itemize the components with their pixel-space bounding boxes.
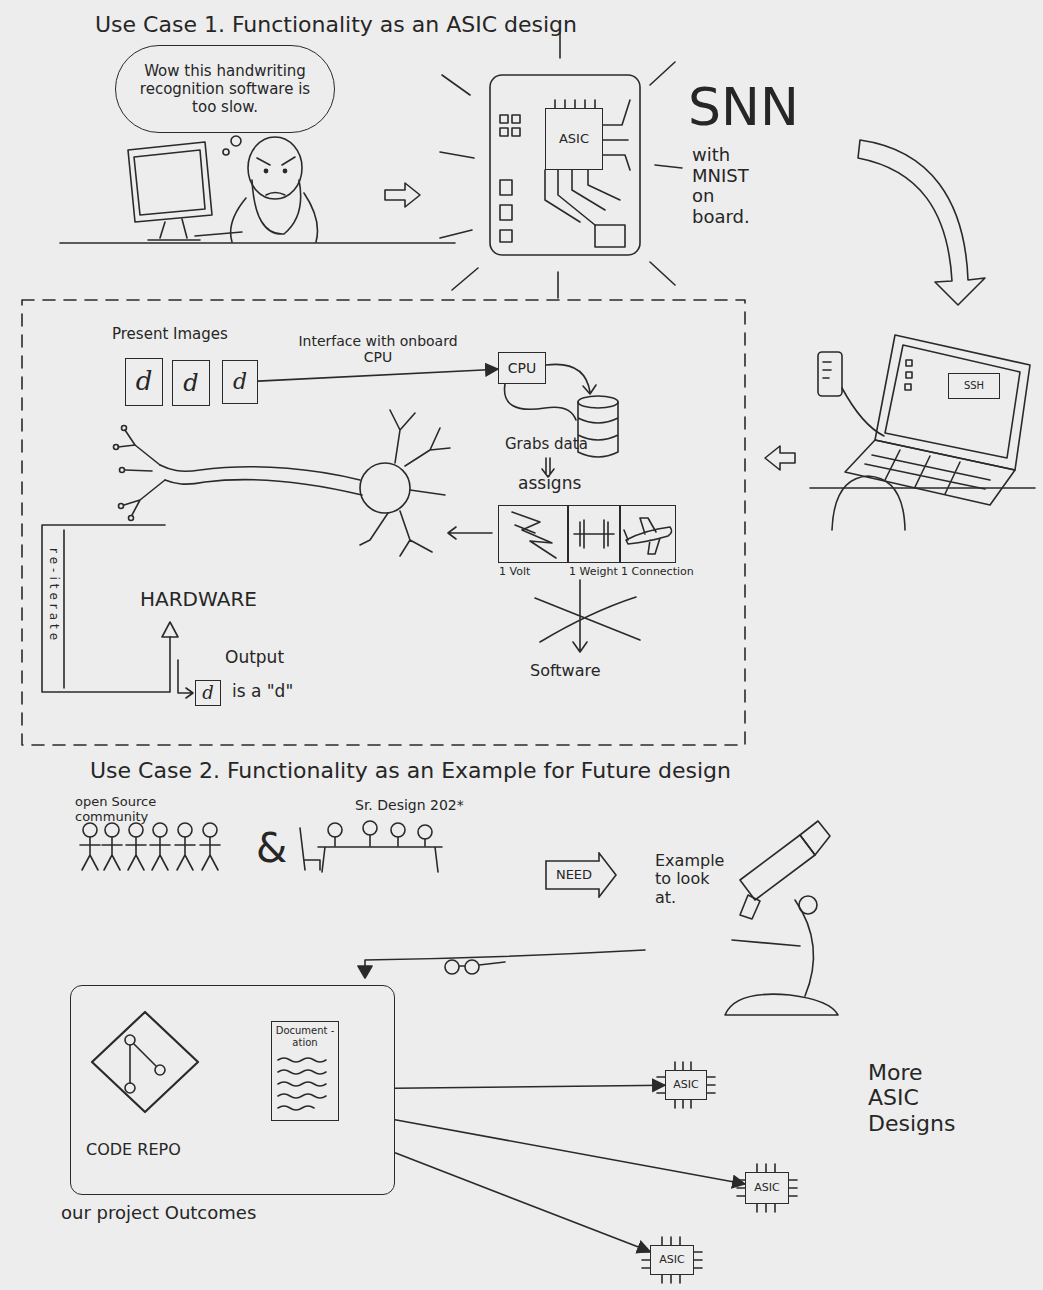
output-label: Output: [225, 648, 284, 668]
cpu-box: CPU: [498, 352, 546, 384]
desk-line: [60, 242, 455, 244]
project-outcomes-box: our project OutcomesCODE REPODocument -a…: [70, 985, 395, 1195]
outcome-note: More ASIC Designs: [868, 1060, 948, 1136]
fetch-arrow: [546, 364, 596, 394]
microscope: [725, 821, 838, 1015]
return-arrowhead: [358, 966, 372, 978]
voltage-panel: 1 Volt: [498, 505, 568, 563]
output-arrow: [178, 660, 193, 698]
step-label: assigns: [518, 474, 581, 494]
code-repo-icon: CODE REPO: [86, 1011, 206, 1161]
document-lines: [278, 1058, 326, 1110]
node-text: 1 Connection: [621, 565, 694, 578]
node-text: SSH: [964, 380, 984, 392]
arrow-outline: [546, 853, 616, 897]
node-text: NEED: [556, 867, 592, 883]
return-arrow: [365, 950, 645, 968]
chip-pins: [642, 1237, 702, 1283]
node-text: CPU: [508, 360, 536, 377]
connector-arrow: [395, 1120, 745, 1184]
loop-label: re-iterate: [46, 548, 60, 644]
node-text: 1 Weight: [569, 565, 618, 578]
thought-bubble: Wow this handwriting recognition softwar…: [115, 45, 335, 133]
hollow-arrow: [385, 183, 420, 207]
image-sample: d: [125, 358, 163, 406]
example-note: Example to look at.: [655, 852, 725, 907]
neuron-illustration: [114, 410, 451, 556]
section-heading: Use Case 1. Functionality as an ASIC des…: [95, 12, 735, 37]
thought-tail: [223, 149, 229, 155]
assign-arrow: [448, 527, 492, 539]
group-label: Sr. Design 202*: [355, 797, 464, 813]
person-head: [832, 476, 905, 530]
chip-pins: [737, 1164, 797, 1212]
laptop: [810, 335, 1035, 505]
circuit-board: [490, 75, 640, 255]
node-text: d: [202, 682, 214, 704]
connector-arrow: [395, 1085, 665, 1088]
asic-chip: ASIC: [545, 108, 603, 170]
chip-pins: [657, 1062, 715, 1108]
node-text: ASIC: [673, 1078, 698, 1091]
output-sample: d: [195, 680, 221, 706]
board-note: with MNIST on board.: [692, 145, 774, 228]
senior-design-team: [300, 821, 442, 872]
node-text: our project Outcomes: [61, 1202, 256, 1224]
snn-title: SNN: [688, 78, 799, 138]
node-text: CODE REPO: [86, 1140, 206, 1159]
hollow-arrow: [765, 446, 795, 470]
image-sample: d: [222, 360, 258, 404]
git-icon: [92, 1012, 198, 1112]
airplane-icon: [624, 518, 672, 554]
node-text: d: [183, 369, 198, 398]
asic-chip: ASIC: [665, 1070, 707, 1100]
connector-arrow: [258, 369, 498, 381]
dashed-region: [22, 300, 745, 745]
desktop-computer: [128, 142, 242, 240]
node-text: ASIC: [754, 1181, 779, 1194]
glasses-icon: [445, 960, 505, 974]
frustrated-person: [231, 137, 318, 242]
crossed-arrow: [535, 580, 640, 652]
connector-label: Interface with onboard CPU: [298, 333, 458, 365]
connector-arrow: [395, 1153, 650, 1252]
section-heading: Use Case 2. Functionality as an Example …: [90, 758, 850, 783]
step-label: Present Images: [112, 326, 228, 343]
weight-panel: 1 Weight: [568, 505, 620, 563]
documentation-page: Document -ation: [271, 1021, 339, 1121]
community-figures: [80, 823, 220, 870]
lightning-icon: [512, 512, 556, 558]
node-text: d: [136, 366, 153, 397]
ampersand: &: [256, 825, 287, 871]
asic-chip: ASIC: [650, 1245, 694, 1275]
node-text: Wow this handwriting recognition softwar…: [130, 62, 320, 116]
fetch-arrow: [505, 384, 577, 420]
glow-rays: [440, 32, 682, 298]
asic-chip: ASIC: [745, 1172, 789, 1204]
step-label: Grabs data: [505, 436, 588, 453]
loop-arrowhead: [162, 622, 178, 637]
node-text: d: [233, 369, 247, 395]
ssh-window: SSH: [948, 373, 1000, 399]
curved-arrow: [858, 140, 985, 305]
need-arrow: NEED: [545, 852, 617, 898]
barbell-icon: [574, 520, 614, 548]
image-sample: d: [172, 360, 210, 406]
hardware-label: HARDWARE: [140, 588, 257, 611]
node-text: 1 Volt: [499, 565, 530, 578]
node-text: Document -ation: [272, 1022, 338, 1049]
connection-panel: 1 Connection: [620, 505, 676, 563]
thought-tail: [231, 136, 241, 146]
group-label: open Source community: [75, 795, 195, 825]
software-label: Software: [530, 662, 601, 680]
node-text: ASIC: [559, 131, 589, 147]
node-text: ASIC: [659, 1253, 684, 1266]
result-label: is a "d": [232, 682, 293, 702]
